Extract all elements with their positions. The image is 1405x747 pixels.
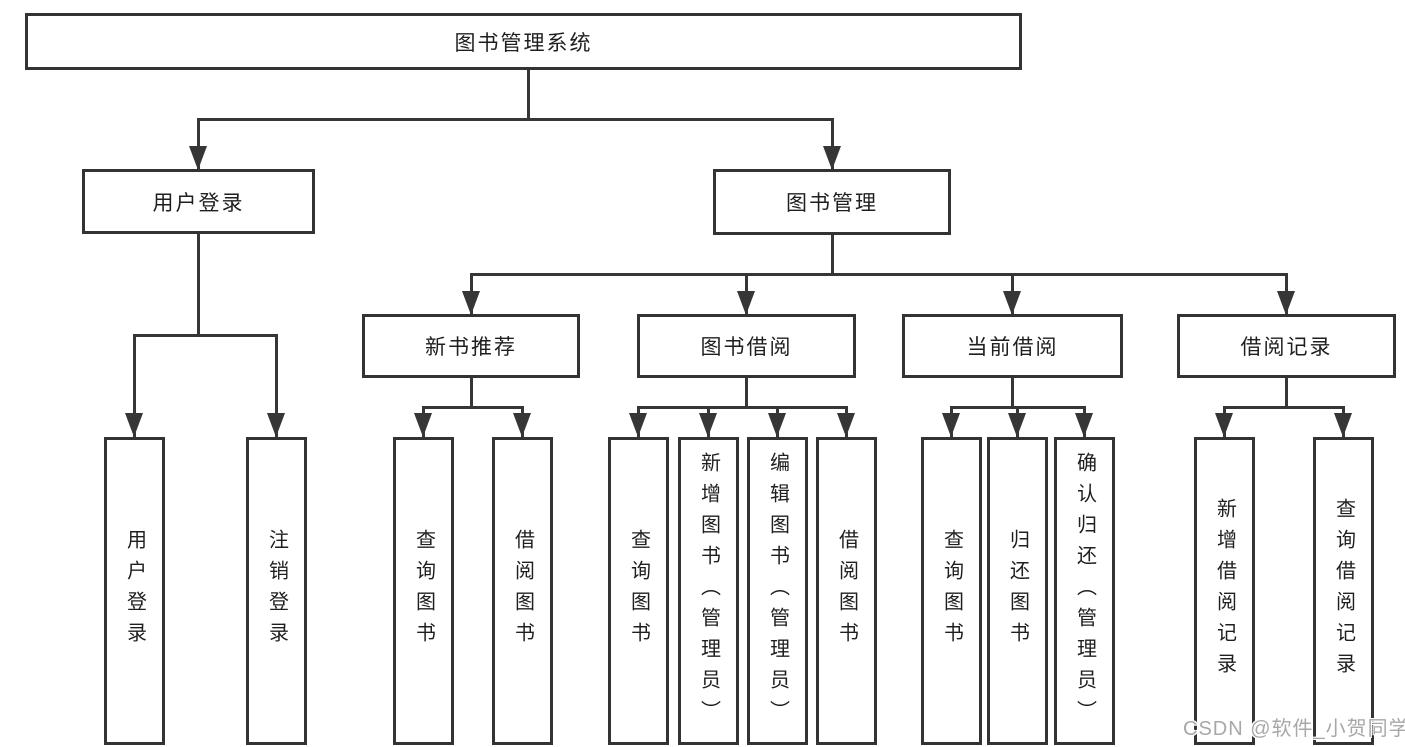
node-label: 确认归还（管理员） bbox=[1073, 451, 1096, 731]
arrow-down-icon bbox=[513, 413, 531, 437]
node-label: 借阅记录 bbox=[1240, 336, 1333, 359]
arrow-down-icon bbox=[462, 291, 480, 315]
connector-stem-book-management bbox=[831, 118, 834, 170]
arrow-down-icon bbox=[189, 146, 207, 170]
node-label: 查询图书 bbox=[412, 529, 435, 653]
arrow-down-icon bbox=[768, 413, 786, 437]
arrow-down-icon bbox=[1003, 291, 1021, 315]
node-new-book-recommend: 新书推荐 bbox=[362, 314, 580, 378]
node-label: 查询图书 bbox=[940, 529, 963, 653]
arrow-down-icon bbox=[414, 413, 432, 437]
arrow-down-icon bbox=[1075, 413, 1093, 437]
connector-stem-leaf-logout bbox=[275, 334, 278, 437]
connector-new-book-branch bbox=[422, 406, 523, 409]
connector-book-management-trunk bbox=[831, 235, 834, 275]
node-label: 当前借阅 bbox=[966, 336, 1059, 359]
connector-root-branch bbox=[197, 118, 833, 121]
node-label: 新增图书（管理员） bbox=[697, 451, 720, 731]
connector-book-management-branch bbox=[470, 273, 1288, 276]
node-label: 新增借阅记录 bbox=[1213, 498, 1236, 684]
leaf-user-login: 用户登录 bbox=[104, 437, 165, 745]
node-label: 查询图书 bbox=[627, 529, 650, 653]
arrow-down-icon bbox=[823, 146, 841, 170]
node-label: 注销登录 bbox=[265, 529, 288, 653]
arrow-down-icon bbox=[699, 413, 717, 437]
connector-new-book-trunk bbox=[470, 378, 473, 408]
arrow-down-icon bbox=[267, 413, 285, 437]
connector-current-borrow-trunk bbox=[1011, 378, 1014, 408]
connector-book-borrow-branch bbox=[637, 406, 848, 409]
node-label: 用户登录 bbox=[152, 191, 245, 215]
leaf-query-books-current: 查询图书 bbox=[921, 437, 982, 745]
leaf-query-borrow-record: 查询借阅记录 bbox=[1313, 437, 1374, 745]
connector-stem-leaf-user-login bbox=[133, 334, 136, 437]
node-user-login: 用户登录 bbox=[82, 169, 315, 234]
connector-book-borrow-trunk bbox=[745, 378, 748, 408]
node-label: 借阅图书 bbox=[835, 529, 858, 653]
node-label: 图书管理系统 bbox=[454, 31, 593, 55]
leaf-borrow-books-recommend: 借阅图书 bbox=[492, 437, 553, 745]
node-label: 图书借阅 bbox=[700, 336, 793, 359]
node-borrow-records: 借阅记录 bbox=[1177, 314, 1396, 378]
leaf-add-borrow-record: 新增借阅记录 bbox=[1194, 437, 1255, 745]
arrow-down-icon bbox=[1334, 413, 1352, 437]
node-library-management-system: 图书管理系统 bbox=[25, 13, 1022, 70]
arrow-down-icon bbox=[1277, 291, 1295, 315]
leaf-borrow-books: 借阅图书 bbox=[816, 437, 877, 745]
leaf-logout: 注销登录 bbox=[246, 437, 307, 745]
node-label: 归还图书 bbox=[1006, 529, 1029, 653]
connector-stem-user-login bbox=[197, 118, 200, 170]
connector-borrow-records-trunk bbox=[1285, 378, 1288, 408]
connector-root-trunk bbox=[527, 70, 530, 120]
node-label: 编辑图书（管理员） bbox=[766, 451, 789, 731]
connector-user-login-trunk bbox=[197, 234, 200, 335]
node-book-management: 图书管理 bbox=[713, 169, 951, 235]
arrow-down-icon bbox=[837, 413, 855, 437]
node-label: 图书管理 bbox=[786, 192, 878, 215]
watermark: CSDN @软件_小贺同学 bbox=[1183, 718, 1405, 740]
node-label: 查询借阅记录 bbox=[1332, 498, 1355, 684]
arrow-down-icon bbox=[737, 291, 755, 315]
arrow-down-icon bbox=[125, 413, 143, 437]
arrow-down-icon bbox=[1008, 413, 1026, 437]
leaf-query-books-recommend: 查询图书 bbox=[393, 437, 454, 745]
arrow-down-icon bbox=[1215, 413, 1233, 437]
leaf-add-book-admin: 新增图书（管理员） bbox=[678, 437, 739, 745]
leaf-return-book: 归还图书 bbox=[987, 437, 1048, 745]
arrow-down-icon bbox=[942, 413, 960, 437]
connector-user-login-branch bbox=[133, 334, 278, 337]
leaf-query-books-borrow: 查询图书 bbox=[608, 437, 669, 745]
node-label: 借阅图书 bbox=[511, 529, 534, 653]
connector-borrow-records-branch bbox=[1223, 406, 1344, 409]
node-current-borrow: 当前借阅 bbox=[902, 314, 1123, 378]
node-label: 用户登录 bbox=[123, 529, 146, 653]
arrow-down-icon bbox=[629, 413, 647, 437]
leaf-edit-book-admin: 编辑图书（管理员） bbox=[747, 437, 808, 745]
node-label: 新书推荐 bbox=[425, 336, 517, 359]
leaf-confirm-return-admin: 确认归还（管理员） bbox=[1054, 437, 1115, 745]
node-book-borrow: 图书借阅 bbox=[637, 314, 856, 378]
